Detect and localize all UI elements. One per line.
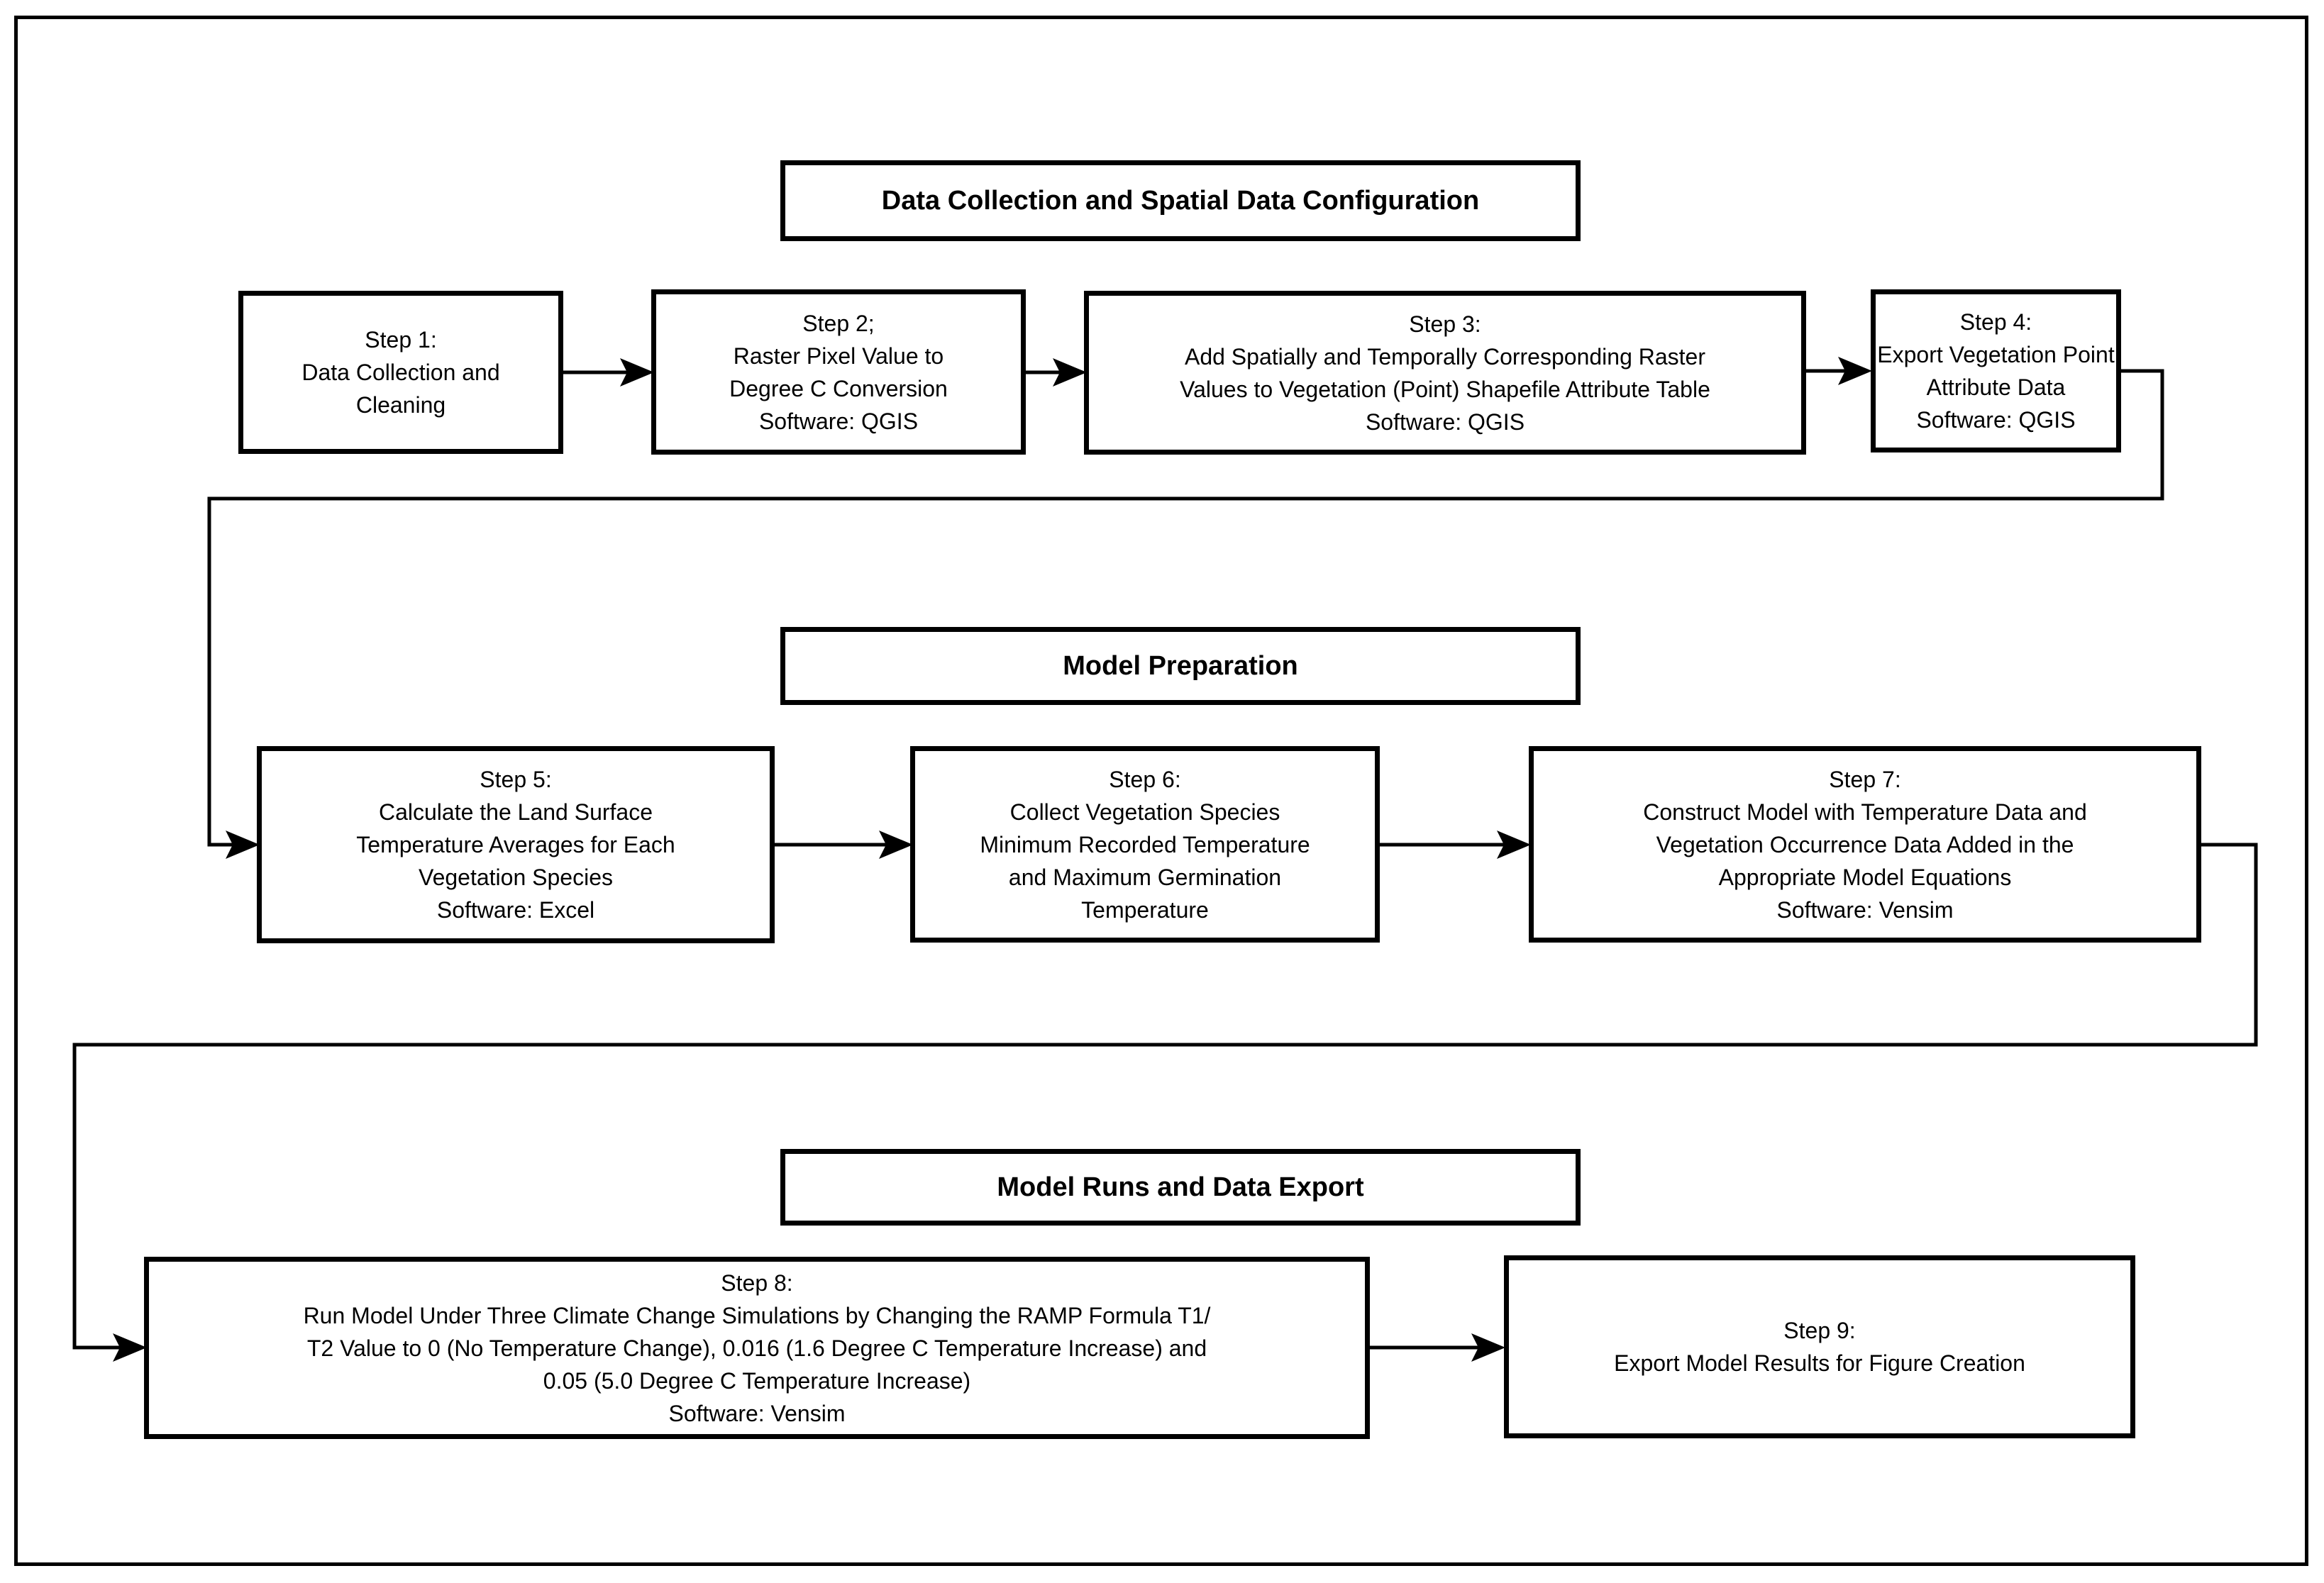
section-title-model-runs: Model Runs and Data Export bbox=[780, 1149, 1581, 1226]
connector-step7-step8 bbox=[72, 843, 2258, 1350]
arrowhead-icon bbox=[879, 831, 913, 859]
arrowhead-icon bbox=[1838, 357, 1872, 385]
arrowhead-icon bbox=[1471, 1333, 1505, 1362]
step-2-box: Step 2; Raster Pixel Value to Degree C C… bbox=[651, 289, 1026, 455]
arrowhead-icon bbox=[226, 831, 260, 859]
step-1-box: Step 1: Data Collection and Cleaning bbox=[238, 291, 563, 454]
connector-step4-step5 bbox=[207, 369, 2164, 847]
step-7-box: Step 7: Construct Model with Temperature… bbox=[1529, 746, 2201, 943]
step-5-box: Step 5: Calculate the Land Surface Tempe… bbox=[257, 746, 775, 943]
step-3-box: Step 3: Add Spatially and Temporally Cor… bbox=[1084, 291, 1806, 455]
step-6-box: Step 6: Collect Vegetation Species Minim… bbox=[910, 746, 1380, 943]
arrowhead-icon bbox=[1053, 358, 1087, 387]
section-title-model-preparation: Model Preparation bbox=[780, 627, 1581, 705]
arrowhead-icon bbox=[113, 1333, 147, 1362]
step-9-box: Step 9: Export Model Results for Figure … bbox=[1504, 1255, 2135, 1438]
step-4-box: Step 4: Export Vegetation Point Attribut… bbox=[1871, 289, 2121, 452]
arrowhead-icon bbox=[620, 358, 654, 387]
step-8-box: Step 8: Run Model Under Three Climate Ch… bbox=[144, 1257, 1370, 1439]
page-border bbox=[14, 16, 2308, 1566]
section-title-data-collection: Data Collection and Spatial Data Configu… bbox=[780, 160, 1581, 241]
arrowhead-icon bbox=[1497, 831, 1531, 859]
